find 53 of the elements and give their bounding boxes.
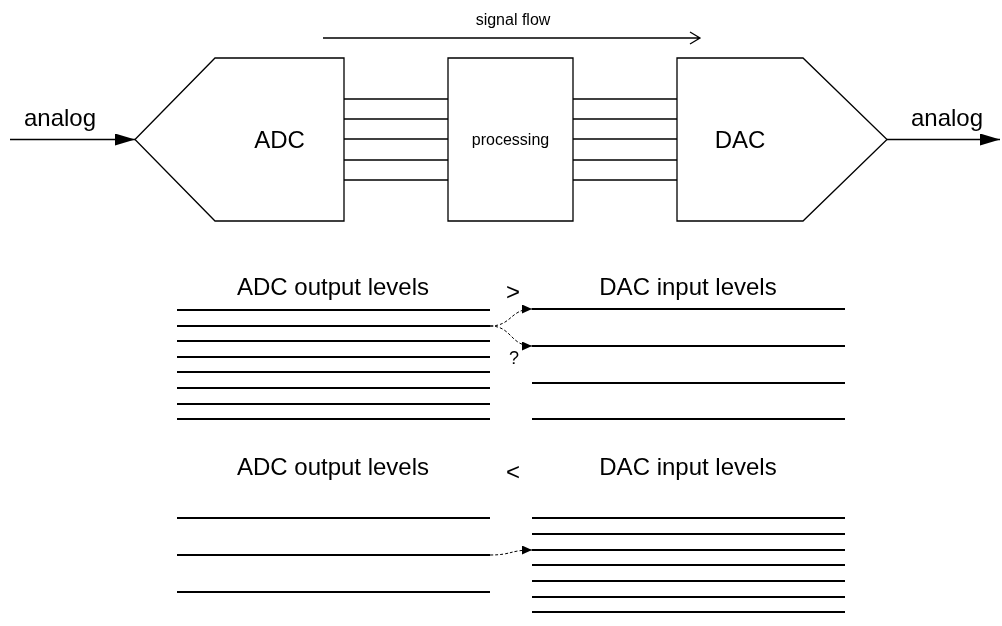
question-mark: ? — [509, 347, 519, 369]
caption-text: signal flow — [475, 11, 551, 29]
arrow — [886, 133, 1001, 146]
heading: DAC input levels — [599, 453, 777, 481]
level-line — [532, 549, 845, 551]
level-line — [177, 403, 490, 405]
level-line — [177, 309, 490, 311]
heading: ADC output levels — [236, 453, 430, 481]
level-line — [177, 325, 490, 327]
bus-line — [343, 138, 449, 140]
level-line — [532, 382, 845, 384]
mapping-arrow — [489, 325, 533, 350]
bus-line — [572, 179, 678, 181]
bus-line — [343, 98, 449, 100]
arrow — [9, 133, 136, 146]
mapping-arrow — [489, 545, 533, 556]
heading: ADC output levels — [236, 273, 430, 301]
comparison-sign: < — [506, 458, 520, 486]
level-line — [532, 580, 845, 582]
level-line — [177, 371, 490, 373]
bus-line — [572, 118, 678, 120]
bus-line — [572, 98, 678, 100]
converter-block — [677, 58, 887, 221]
level-line — [532, 308, 845, 310]
level-line — [532, 418, 845, 420]
converter-block — [135, 58, 344, 221]
block-label: processing — [471, 130, 550, 149]
level-line — [177, 554, 490, 556]
level-line — [177, 418, 490, 420]
level-line — [532, 611, 845, 613]
level-line — [177, 356, 490, 358]
heading: DAC input levels — [599, 273, 777, 301]
mapping-arrow — [489, 305, 533, 327]
level-line — [532, 564, 845, 566]
block-label: DAC — [714, 125, 766, 154]
bus-line — [343, 159, 449, 161]
level-line — [532, 596, 845, 598]
level-line — [177, 517, 490, 519]
bus-line — [572, 159, 678, 161]
edge-label: analog — [23, 104, 97, 132]
comparison-sign: > — [506, 278, 520, 306]
level-line — [177, 340, 490, 342]
level-line — [177, 387, 490, 389]
bus-line — [572, 138, 678, 140]
bus-line — [343, 118, 449, 120]
process-box — [448, 58, 573, 221]
level-line — [177, 591, 490, 593]
edge-label: analog — [910, 104, 984, 132]
block-label: ADC — [254, 125, 305, 154]
level-line — [532, 345, 845, 347]
level-line — [532, 533, 845, 535]
level-line — [532, 517, 845, 519]
bus-line — [343, 179, 449, 181]
